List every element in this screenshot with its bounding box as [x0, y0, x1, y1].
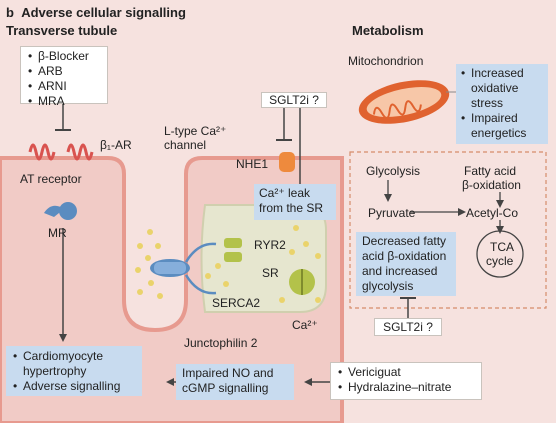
- tca-label-line2: cycle: [486, 254, 514, 268]
- drug-list: β-Blocker ARB ARNI MRA: [27, 49, 101, 109]
- ca-leak-line1: Ca²⁺ leak: [259, 186, 311, 200]
- panel-title: b Adverse cellular signalling: [6, 6, 186, 20]
- vericiguat-item: Hydralazine–nitrate: [337, 380, 475, 395]
- mr-icon: [44, 202, 77, 220]
- beta1-ar-receptor-icon: [66, 143, 94, 161]
- panel-letter: b: [6, 5, 14, 20]
- metabolic-shift-line2: acid β-oxidation: [362, 249, 447, 263]
- mito-effects-list: Increased oxidative stress Impaired ener…: [460, 66, 544, 141]
- calcium-dots: [135, 225, 321, 303]
- glycolysis-label: Glycolysis: [366, 164, 421, 178]
- drug-item: β-Blocker: [27, 49, 101, 64]
- metabolic-shift-line4: glycolysis: [362, 279, 414, 293]
- mito-effect-item: Impaired energetics: [460, 111, 544, 141]
- drug-item: ARNI: [27, 79, 101, 94]
- drug-item: ARB: [27, 64, 101, 79]
- beta1-ar-label: β₁-AR: [100, 138, 132, 152]
- ca-leak-line2: from the SR: [259, 201, 324, 215]
- junctophilin-label: Junctophilin 2: [184, 336, 258, 350]
- pyruvate-label: Pyruvate: [368, 206, 416, 220]
- tca-cycle-ring: [476, 230, 524, 278]
- serca2-label: SERCA2: [212, 296, 261, 310]
- metabolic-shift-line3: and increased: [362, 264, 438, 278]
- outcome-item: Adverse signalling: [12, 379, 136, 394]
- mitochondrion-label: Mitochondrion: [348, 54, 424, 68]
- transverse-tubule-heading: Transverse tubule: [6, 23, 118, 38]
- drug-box: β-Blocker ARB ARNI MRA: [20, 46, 108, 109]
- metabolic-shift-box: Decreased fatty acid β-oxidation and inc…: [356, 232, 456, 296]
- l-type-label-line1: L-type Ca²⁺: [164, 124, 227, 138]
- fatty-acid-label-line1: Fatty acid: [464, 164, 517, 178]
- impaired-no-line1: Impaired NO and: [182, 366, 274, 380]
- at-receptor-icon: [28, 143, 56, 161]
- outcome-box: Cardiomyocyte hypertrophy Adverse signal…: [6, 346, 142, 396]
- l-type-label-line2: channel: [164, 138, 207, 152]
- nhe1-label: NHE1: [236, 157, 269, 171]
- outcome-list: Cardiomyocyte hypertrophy Adverse signal…: [12, 349, 136, 394]
- at-receptor-label: AT receptor: [20, 172, 82, 186]
- tca-label-line1: TCA: [490, 240, 514, 254]
- sr-label: SR: [262, 266, 279, 280]
- sglt2i-bottom-box: SGLT2i ?: [374, 318, 442, 336]
- mitochondrion-icon: [358, 80, 450, 124]
- serca2-icon: [289, 269, 315, 295]
- vericiguat-box: Vericiguat Hydralazine–nitrate: [330, 362, 482, 400]
- metabolism-pathway-box: [349, 151, 547, 309]
- vericiguat-list: Vericiguat Hydralazine–nitrate: [337, 365, 475, 395]
- metabolism-heading: Metabolism: [352, 23, 424, 38]
- drug-item: MRA: [27, 94, 101, 109]
- impaired-no-box: Impaired NO and cGMP signalling: [176, 364, 294, 400]
- fatty-acid-label-line2: β-oxidation: [462, 178, 521, 192]
- panel-title-text: Adverse cellular signalling: [21, 5, 186, 20]
- mito-effects-box: Increased oxidative stress Impaired ener…: [456, 64, 548, 144]
- l-type-channel-icon: [150, 242, 217, 295]
- mito-effect-item: Increased oxidative stress: [460, 66, 544, 111]
- ryr2-label: RYR2: [254, 238, 286, 252]
- mr-label: MR: [48, 226, 67, 240]
- metabolic-shift-line1: Decreased fatty: [362, 234, 447, 248]
- vericiguat-item: Vericiguat: [337, 365, 475, 380]
- acetyl-label: Acetyl-Co: [466, 206, 519, 220]
- ca-label: Ca²⁺: [292, 318, 318, 332]
- ryr2-icon: [224, 238, 242, 262]
- nhe1-icon: [279, 152, 295, 172]
- sglt2i-top-box: SGLT2i ?: [261, 92, 327, 108]
- ca-leak-box: Ca²⁺ leak from the SR: [254, 184, 336, 220]
- outcome-item: Cardiomyocyte hypertrophy: [12, 349, 136, 379]
- impaired-no-line2: cGMP signalling: [182, 381, 269, 395]
